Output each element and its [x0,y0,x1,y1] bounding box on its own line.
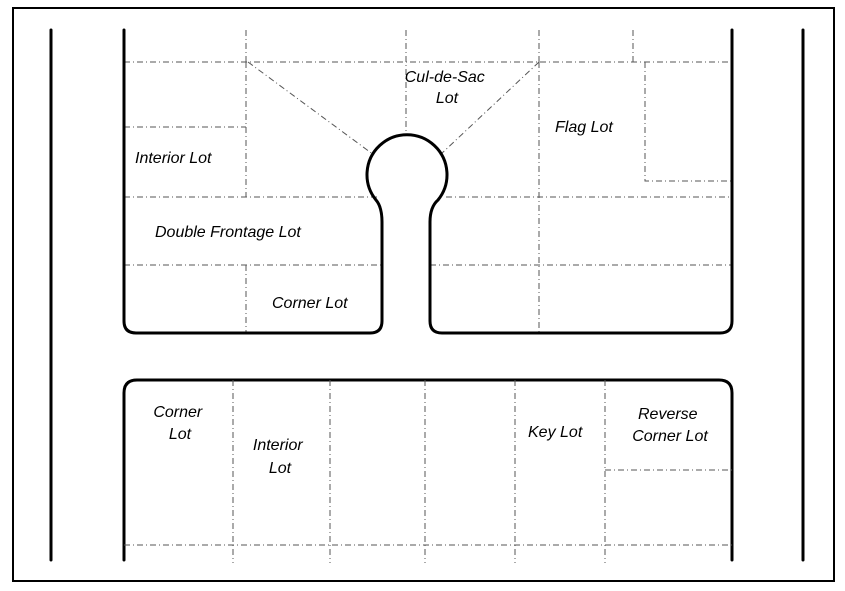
diagram-frame [12,7,835,582]
double-frontage-lot-label: Double Frontage Lot [155,224,301,241]
interior-lot-bottom-label: Interior Lot [253,437,307,477]
cul-de-sac-side-lot-line [247,61,375,156]
flag-lot-label: Flag Lot [555,119,613,136]
flag-lot-pole-line [644,62,732,182]
cul-de-sac-side-lot-line [439,61,540,156]
corner-lot-bottom-label: Corner Lot [153,404,206,443]
bottom-block-lot-lines [124,380,732,563]
key-lot-label: Key Lot [528,424,583,441]
bottom-block-curb [122,378,734,562]
reverse-corner-lot-label: Reverse Corner Lot [632,406,708,445]
corner-lot-label: Corner Lot [272,295,348,312]
cul-de-sac-lot-label: Cul-de-Sac Lot [405,69,489,107]
top-block-curb-cul-de-sac [122,28,734,335]
interior-lot-label: Interior Lot [135,150,212,167]
top-block-lot-lines [124,30,732,333]
